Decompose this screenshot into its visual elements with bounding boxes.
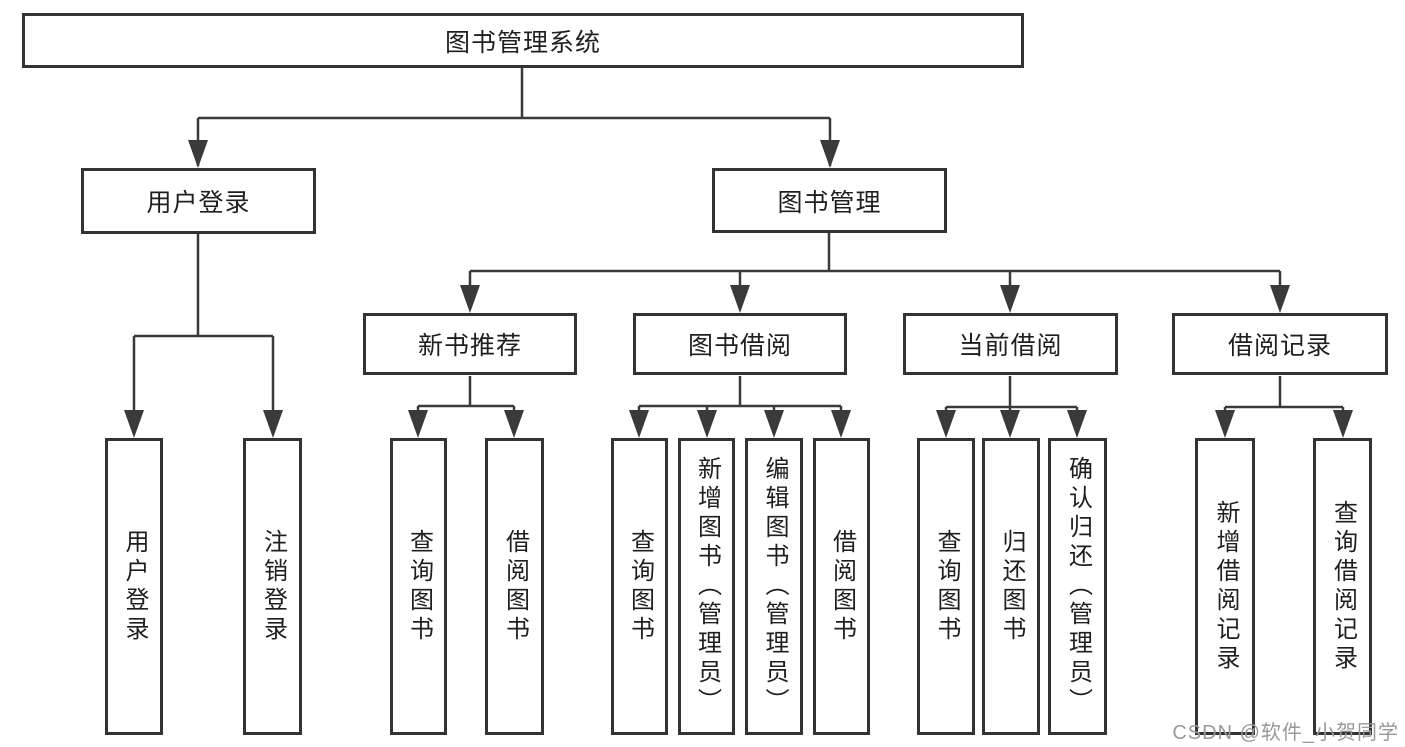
leaf-borrow-book-recommend: 借阅图书 xyxy=(485,438,544,735)
leaf-label: 查询借阅记录 xyxy=(1329,499,1357,674)
leaf-user-login: 用户登录 xyxy=(105,438,163,735)
leaf-label: 用户登录 xyxy=(121,528,148,645)
node-user-login: 用户登录 xyxy=(81,168,316,234)
arrowhead-icons xyxy=(124,140,1353,438)
leaf-label: 新增图书（管理员） xyxy=(693,456,721,717)
node-borrowing-records: 借阅记录 xyxy=(1172,313,1388,375)
leaf-logout: 注销登录 xyxy=(243,438,302,735)
leaf-confirm-return-admin: 确认归还（管理员） xyxy=(1048,438,1107,735)
leaf-label: 新增借阅记录 xyxy=(1212,499,1239,674)
leaf-add-book-admin: 新增图书（管理员） xyxy=(678,438,735,735)
leaf-label: 借阅图书 xyxy=(828,528,856,645)
leaf-label: 借阅图书 xyxy=(501,528,529,645)
leaf-edit-book-admin: 编辑图书（管理员） xyxy=(745,438,803,735)
node-label: 图书借阅 xyxy=(687,332,792,360)
leaf-label: 编辑图书（管理员） xyxy=(761,456,788,717)
node-label: 图书管理 xyxy=(777,188,882,217)
leaf-label: 归还图书 xyxy=(998,528,1025,645)
leaf-query-book-current: 查询图书 xyxy=(917,438,975,735)
node-label: 图书管理系统 xyxy=(444,28,601,57)
leaf-label: 确认归还（管理员） xyxy=(1064,456,1092,717)
node-label: 借阅记录 xyxy=(1227,332,1332,360)
node-label: 用户登录 xyxy=(146,189,251,217)
leaf-label: 查询图书 xyxy=(405,528,433,645)
node-label: 新书推荐 xyxy=(417,332,522,360)
leaf-borrow-book: 借阅图书 xyxy=(813,438,870,735)
node-book-borrowing: 图书借阅 xyxy=(633,313,847,375)
node-library-management-system: 图书管理系统 xyxy=(22,13,1024,68)
leaf-query-book-borrowing: 查询图书 xyxy=(611,438,668,735)
leaf-label: 查询图书 xyxy=(933,528,960,645)
node-new-book-recommendation: 新书推荐 xyxy=(363,313,577,375)
leaf-query-borrow-record: 查询借阅记录 xyxy=(1313,438,1372,735)
node-label: 当前借阅 xyxy=(958,332,1063,360)
csdn-watermark: CSDN @软件_小贺同学 xyxy=(1172,722,1399,744)
leaf-query-book-recommend: 查询图书 xyxy=(390,438,447,735)
leaf-return-book: 归还图书 xyxy=(982,438,1040,735)
node-book-management: 图书管理 xyxy=(712,168,947,233)
leaf-label: 注销登录 xyxy=(259,528,287,645)
leaf-label: 查询图书 xyxy=(626,528,654,645)
node-current-borrowing: 当前借阅 xyxy=(903,313,1118,375)
leaf-add-borrow-record: 新增借阅记录 xyxy=(1195,438,1255,735)
